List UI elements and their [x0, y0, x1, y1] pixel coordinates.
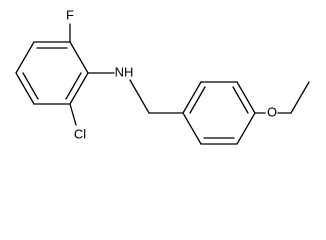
- fluorochlorophenyl-ring: [15, 41, 89, 105]
- ring2-double-b: [232, 86, 249, 114]
- ring1-bond-c4-c5: [15, 72, 35, 105]
- ring2-bond-f: [182, 81, 202, 114]
- molecule-structure: F NH Cl O: [15, 7, 310, 145]
- methoxyphenyl-ring: [182, 81, 256, 145]
- ring1-bond-c3-c4: [15, 41, 35, 74]
- ring2-bond-a: [182, 112, 202, 145]
- chlorine-label: Cl: [74, 126, 86, 141]
- fluorine-label: F: [66, 7, 74, 22]
- bond-c-cl: [69, 103, 77, 126]
- ring2-bond-d: [236, 81, 256, 114]
- ring1-double-c6-c1: [65, 72, 82, 100]
- bond-methyl: [290, 81, 310, 114]
- ring1-double-c4-c5: [22, 72, 39, 100]
- ring1-bond-c6-c1: [69, 72, 89, 105]
- oxygen-label: O: [267, 104, 277, 119]
- ring1-bond-c1-c2: [69, 41, 89, 74]
- amine-label: NH: [115, 64, 134, 79]
- ring2-double-c: [189, 86, 206, 114]
- ring2-bond-c: [236, 112, 256, 145]
- bond-n-ch2: [129, 79, 150, 114]
